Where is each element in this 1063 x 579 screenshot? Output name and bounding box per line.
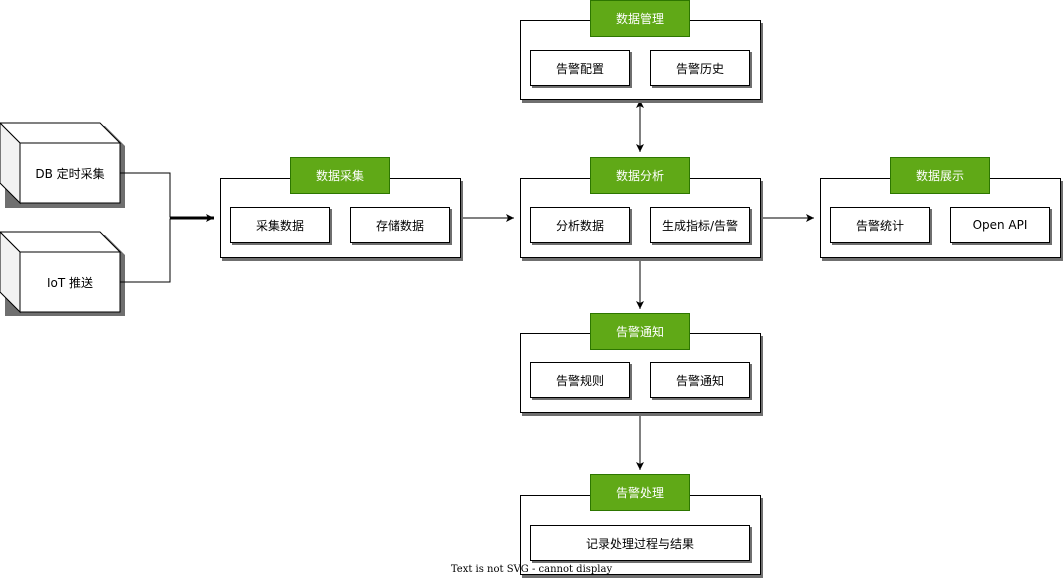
db-source-label: DB 定时采集	[35, 166, 105, 181]
analyze-data-item: 分析数据	[530, 207, 630, 243]
open-api-item: Open API	[950, 207, 1050, 243]
svg-fallback-note: Text is not SVG - cannot display	[450, 564, 613, 575]
generate-metrics-item: 生成指标/告警	[650, 207, 750, 243]
display-group-title: 数据展示	[890, 157, 990, 194]
handle-group-title: 告警处理	[590, 474, 690, 511]
analyze-group-title: 数据分析	[590, 157, 690, 194]
db-source-cube	[0, 122, 125, 208]
iot-source-label: IoT 推送	[46, 275, 94, 290]
notify-group-title: 告警通知	[590, 313, 690, 350]
store-data-item: 存储数据	[350, 207, 450, 243]
alert-notify-item: 告警通知	[650, 362, 750, 398]
manage-group-title: 数据管理	[590, 0, 690, 37]
alert-rules-item: 告警规则	[530, 362, 630, 398]
collect-group-title: 数据采集	[290, 157, 390, 194]
alert-stats-item: 告警统计	[830, 207, 930, 243]
alert-config-item: 告警配置	[530, 50, 630, 86]
record-process-item: 记录处理过程与结果	[530, 525, 750, 561]
source-connectors	[120, 172, 214, 283]
collect-data-item: 采集数据	[230, 207, 330, 243]
iot-source-cube	[0, 231, 125, 316]
alert-history-item: 告警历史	[650, 50, 750, 86]
